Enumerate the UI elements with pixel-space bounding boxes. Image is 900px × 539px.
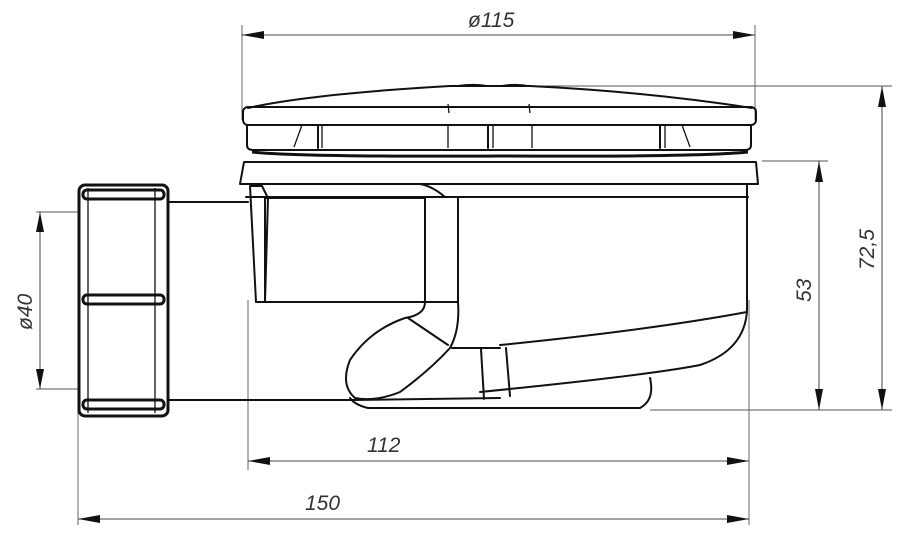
total-height-label: 72,5 [856, 229, 879, 270]
dimension-total-length: 150 [78, 492, 749, 523]
union-nut [77, 183, 170, 418]
extension-lines [36, 25, 892, 525]
dimension-total-height: 72,5 [856, 86, 886, 410]
body-length-label: 112 [367, 434, 401, 457]
body-height-label: 53 [793, 278, 816, 302]
drain-body [249, 183, 748, 409]
dimension-outlet-diameter: ø40 [14, 212, 44, 389]
dimension-body-height: 53 [793, 161, 823, 410]
drain-cover [242, 83, 757, 158]
body-flange [239, 161, 759, 198]
total-length-label: 150 [305, 492, 340, 515]
outlet-pipe [167, 201, 353, 401]
outlet-diameter-label: ø40 [14, 293, 37, 330]
cover-diameter-label: ø115 [468, 9, 515, 32]
dimension-body-length: 112 [248, 434, 749, 465]
dimension-cover-diameter: ø115 [242, 9, 755, 39]
